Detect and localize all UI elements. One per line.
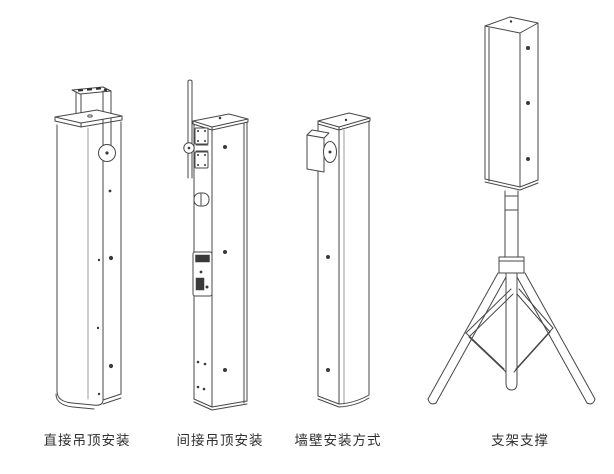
label-direct-ceiling-mount: 直接吊顶安装 xyxy=(43,433,131,448)
hanging-rod-icon xyxy=(187,79,193,179)
mount-knob-icon xyxy=(98,144,116,162)
stand-support-illustration xyxy=(427,16,596,405)
wall-mount-illustration xyxy=(306,112,371,408)
label-wall-mount: 墙壁安装方式 xyxy=(294,433,382,448)
direct-ceiling-mount-illustration xyxy=(54,86,123,410)
label-stand-support: 支架支撑 xyxy=(491,433,549,448)
tripod-legs-icon xyxy=(427,272,596,405)
connector-panel-icon xyxy=(192,251,213,297)
stand-pole-icon xyxy=(498,190,525,274)
label-indirect-ceiling-mount: 间接吊顶安装 xyxy=(176,433,264,448)
line-art-illustrations xyxy=(54,16,596,411)
wall-bracket-icon xyxy=(306,129,337,173)
indirect-ceiling-mount-illustration xyxy=(183,79,249,411)
hinge-bracket-icon xyxy=(183,127,209,169)
